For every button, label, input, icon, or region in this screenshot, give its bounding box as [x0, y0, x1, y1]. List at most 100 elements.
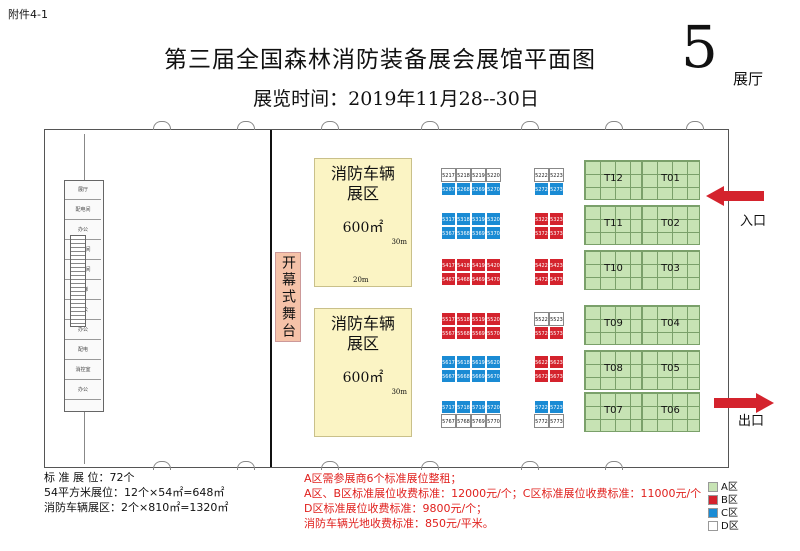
booth: 5370 — [486, 226, 501, 240]
booth: 5319 — [471, 212, 486, 226]
booth: 5573 — [549, 326, 564, 340]
booth: 5217 — [441, 168, 456, 182]
office-room: 消控室 — [65, 361, 101, 380]
t-zone-label: T04 — [661, 318, 680, 329]
booth: 5472 — [534, 272, 549, 286]
t-zone-block: T01 — [641, 160, 700, 200]
legend-label: B区 — [721, 495, 738, 506]
legend-swatch — [708, 521, 718, 531]
booth: 5473 — [549, 272, 564, 286]
booth: 5273 — [549, 182, 564, 196]
t-zone-block: T04 — [641, 305, 700, 345]
booth: 5470 — [486, 272, 501, 286]
booth: 5567 — [441, 326, 456, 340]
booth: 5572 — [534, 326, 549, 340]
booth: 5773 — [549, 414, 564, 428]
t-zone-label: T06 — [661, 405, 680, 416]
booth: 5668 — [456, 369, 471, 383]
door-mark — [521, 461, 539, 470]
door-mark — [153, 121, 171, 130]
entrance-arrow — [706, 186, 764, 206]
t-zone-block: T05 — [641, 350, 700, 390]
door-mark — [321, 461, 339, 470]
t-zone-block: T10 — [584, 250, 643, 290]
booth: 5520 — [486, 312, 501, 326]
door-mark — [321, 121, 339, 130]
t-zone-label: T07 — [604, 405, 623, 416]
t-zone-block: T11 — [584, 205, 643, 245]
legend-swatch — [708, 508, 718, 518]
booth: 5618 — [456, 355, 471, 369]
booth: 5770 — [486, 414, 501, 428]
booth: 5669 — [471, 369, 486, 383]
note-line: 消防车辆光地收费标准：850元/平米。 — [304, 517, 494, 530]
t-zone-label: T02 — [661, 218, 680, 229]
legend-swatch — [708, 495, 718, 505]
t-zone-block: T12 — [584, 160, 643, 200]
hall-number: 5 — [681, 13, 718, 81]
t-zone-label: T08 — [604, 363, 623, 374]
booth: 5469 — [471, 272, 486, 286]
exhibition-dates: 展览时间：2019年11月28--30日 — [253, 88, 539, 110]
door-mark — [237, 461, 255, 470]
door-mark — [605, 121, 623, 130]
legend-label: D区 — [721, 521, 739, 532]
vehicle-zone-name: 消防车辆展区 — [330, 164, 395, 203]
booth: 5673 — [549, 369, 564, 383]
booth: 5718 — [456, 400, 471, 414]
booth: 5719 — [471, 400, 486, 414]
door-mark — [421, 121, 439, 130]
hall-divider-wall — [270, 130, 272, 467]
exit-label: 出口 — [738, 414, 765, 429]
entrance-label: 入口 — [740, 214, 767, 229]
t-zone-label: T03 — [661, 263, 680, 274]
booth: 5672 — [534, 369, 549, 383]
vehicle-zone-upper: 消防车辆展区 600㎡ 30m 20m — [314, 158, 412, 287]
vehicle-zone-area: 600㎡ — [342, 370, 384, 386]
note-line: A区、B区标准展位收费标准：12000元/个；C区标准展位收费标准：11000元… — [304, 487, 702, 500]
opening-stage: 开幕式舞台 — [275, 252, 301, 342]
booth: 5768 — [456, 414, 471, 428]
booth: 5272 — [534, 182, 549, 196]
booth: 5218 — [456, 168, 471, 182]
booth: 5269 — [471, 182, 486, 196]
legend-item: A区 — [708, 478, 738, 493]
page-title: 第三届全国森林消防装备展会展馆平面图 — [164, 47, 596, 73]
office-room: 办公 — [65, 381, 101, 400]
legend-label: C区 — [721, 508, 738, 519]
stairwell — [70, 235, 86, 327]
t-zone-label: T09 — [604, 318, 623, 329]
booth: 5767 — [441, 414, 456, 428]
t-zone-label: T05 — [661, 363, 680, 374]
stats-line: 54平方米展位：12个×54㎡=648㎡ — [44, 486, 225, 499]
stats-line: 消防车辆展区：2个×810㎡=1320㎡ — [44, 501, 229, 514]
booth: 5722 — [534, 400, 549, 414]
office-room: 办公 — [65, 321, 101, 340]
booth: 5322 — [534, 212, 549, 226]
booth: 5623 — [549, 355, 564, 369]
booth: 5318 — [456, 212, 471, 226]
booth: 5369 — [471, 226, 486, 240]
t-zone-label: T11 — [604, 218, 623, 229]
booth: 5422 — [534, 258, 549, 272]
booth: 5622 — [534, 355, 549, 369]
note-line: D区标准展位收费标准：9800元/个； — [304, 502, 488, 515]
booth-stats: 标 准 展 位：72个 54平方米展位：12个×54㎡=648㎡ 消防车辆展区：… — [44, 470, 228, 515]
legend-label: A区 — [721, 482, 738, 493]
t-zone-block: T08 — [584, 350, 643, 390]
vehicle-zone-dim-side: 30m — [391, 388, 407, 396]
t-zone-label: T12 — [604, 173, 623, 184]
booth: 5568 — [456, 326, 471, 340]
booth: 5367 — [441, 226, 456, 240]
door-mark — [605, 461, 623, 470]
stats-line: 标 准 展 位：72个 — [44, 471, 135, 484]
booth: 5523 — [549, 312, 564, 326]
booth: 5769 — [471, 414, 486, 428]
note-line: A区需参展商6个标准展位整租； — [304, 472, 462, 485]
t-zone-block: T07 — [584, 392, 643, 432]
booth: 5222 — [534, 168, 549, 182]
booth: 5220 — [486, 168, 501, 182]
booth: 5423 — [549, 258, 564, 272]
booth: 5717 — [441, 400, 456, 414]
door-mark — [686, 121, 704, 130]
